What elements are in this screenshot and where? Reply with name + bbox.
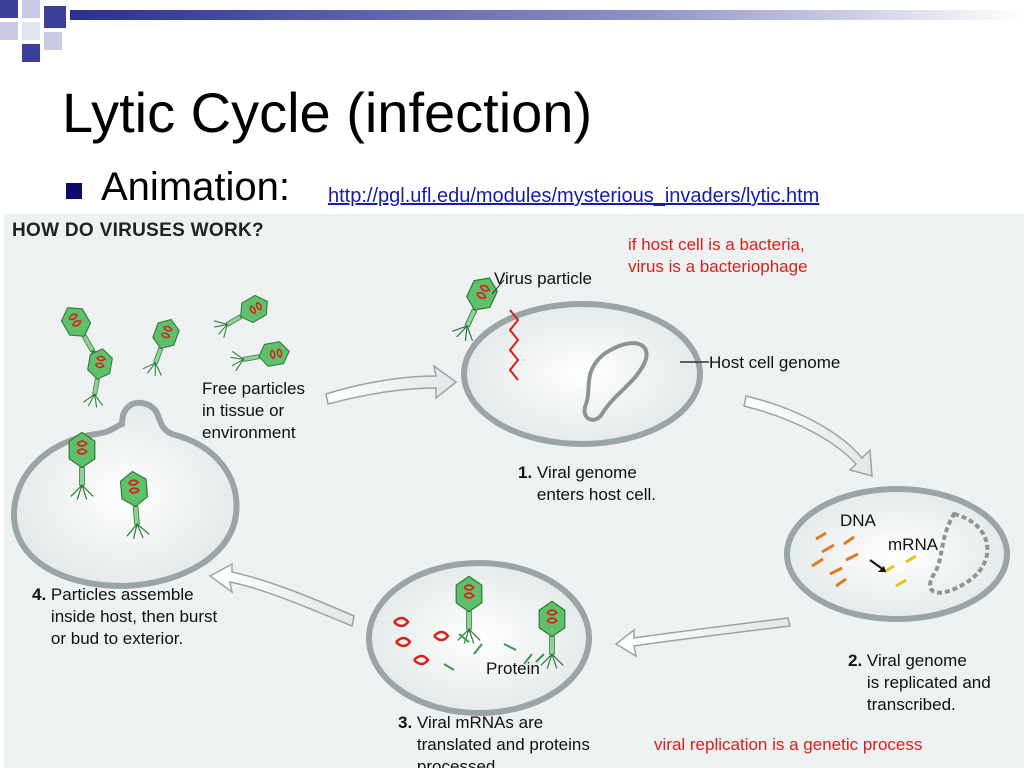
lytic-cycle-figure: HOW DO VIRUSES WORK? if host cell is a b… — [4, 214, 1024, 768]
protein-label: Protein — [486, 659, 540, 678]
cell-step2 — [784, 486, 1010, 622]
arrow-icon — [743, 395, 873, 478]
step-3-text: Viral mRNAs are translated and proteins … — [416, 713, 590, 768]
step-2-label: 2. Viral genome is replicated and transc… — [848, 650, 991, 716]
figure-heading: HOW DO VIRUSES WORK? — [12, 220, 264, 241]
step-1-number: 1. — [518, 463, 533, 482]
cycle-arrows — [208, 364, 873, 658]
arrow-icon — [614, 617, 791, 658]
animation-link[interactable]: http://pgl.ufl.edu/modules/mysterious_in… — [328, 185, 820, 207]
mrna-label: mRNA — [888, 535, 939, 554]
bullet-square-icon — [66, 183, 82, 199]
host-cell-genome-label: Host cell genome — [709, 353, 841, 372]
virus-particle-label: Virus particle — [494, 269, 592, 288]
step-2-text: Viral genome is replicated and transcrib… — [866, 651, 991, 714]
step-4-text: Particles assemble inside host, then bur… — [50, 585, 218, 648]
step-4-number: 4. — [32, 585, 47, 604]
slide-title: Lytic Cycle (infection) — [62, 81, 593, 144]
dna-label: DNA — [840, 511, 876, 530]
step-1-text: Viral genome enters host cell. — [536, 463, 656, 504]
cell-step1 — [461, 301, 703, 447]
cell-step3 — [366, 560, 592, 716]
header-decoration — [0, 0, 1024, 62]
free-particles-label: Free particles in tissue or environment — [202, 379, 305, 442]
bullet-label: Animation: — [101, 165, 290, 209]
step-3-number: 3. — [398, 713, 413, 732]
step-2-number: 2. — [848, 651, 863, 670]
bacteria-note: if host cell is a bacteria, virus is a b… — [628, 235, 808, 276]
cycle-illustration — [10, 271, 1010, 716]
step-4-label: 4. Particles assemble inside host, then … — [32, 584, 217, 650]
arrow-icon — [325, 364, 458, 405]
step-3-label: 3. Viral mRNAs are translated and protei… — [398, 712, 590, 768]
arrow-icon — [208, 562, 355, 628]
genetic-process-note: viral replication is a genetic process — [654, 735, 923, 754]
step-1-label: 1. Viral genome enters host cell. — [518, 462, 656, 506]
